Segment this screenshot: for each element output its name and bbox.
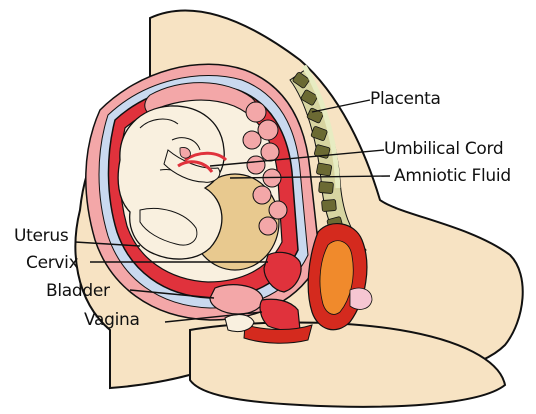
pink-region [350,288,372,309]
bladder-shape [210,285,263,314]
label-cervix: Cervix [26,255,78,272]
label-uterus: Uterus [14,228,68,245]
label-umbilical-cord: Umbilical Cord [384,141,503,158]
label-amniotic-fluid: Amniotic Fluid [394,168,511,185]
label-placenta: Placenta [370,91,441,108]
label-bladder: Bladder [46,283,110,300]
label-vagina: Vagina [84,312,140,329]
